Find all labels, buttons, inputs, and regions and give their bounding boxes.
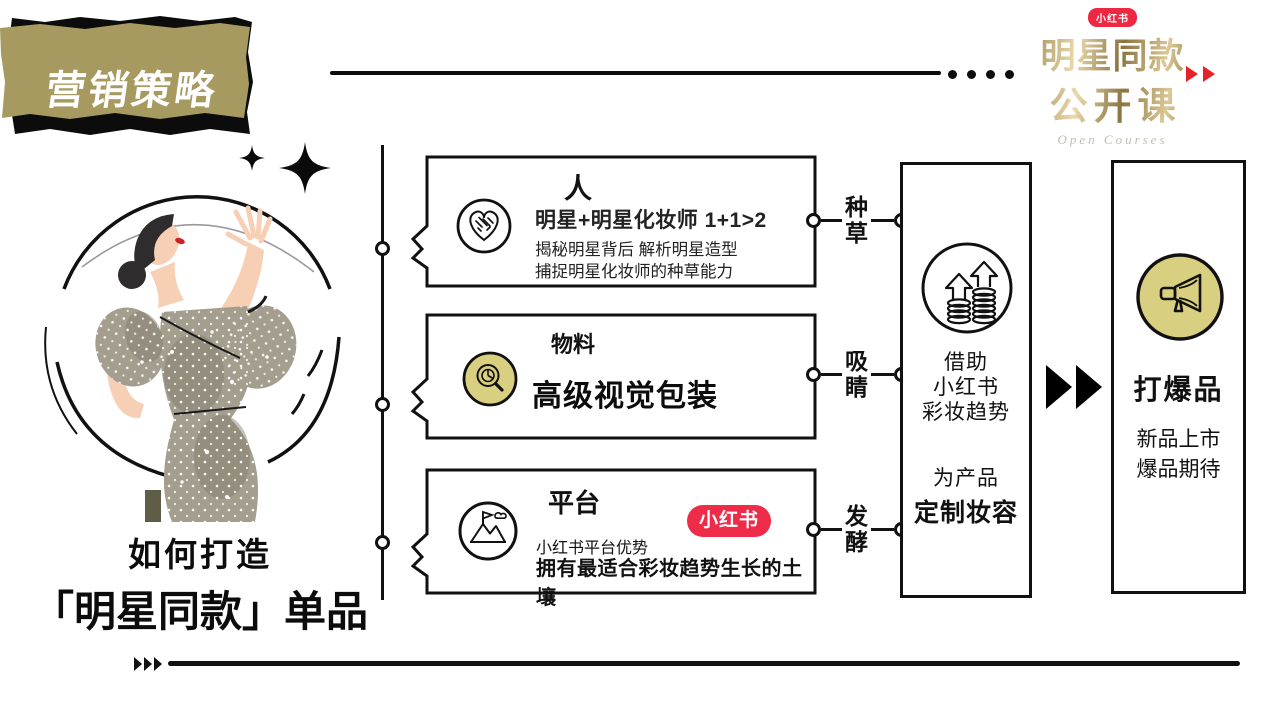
flow-arrow-icon	[1046, 365, 1072, 409]
red-chevrons-icon	[1186, 66, 1215, 82]
result-line: 爆品期待	[1136, 458, 1221, 482]
box-title: 人	[563, 173, 592, 204]
flow-arrow-icon	[1076, 365, 1102, 409]
handshake-heart-icon	[455, 197, 513, 260]
spine-line	[381, 145, 384, 600]
logo-subtitle: Open Courses	[1057, 132, 1168, 147]
middle-line: 借助	[944, 351, 988, 374]
result-title: 打爆品	[1133, 374, 1224, 405]
connector-line	[871, 219, 894, 223]
middle-strategy-box: 借助 小红书 彩妆趋势 为产品 定制妆容	[900, 162, 1032, 598]
connector-label: 吸睛	[845, 348, 868, 400]
flow-box-people: 人 明星+明星化妆师 1+1>2 揭秘明星背后 解析明星造型 捕捉明星化妆师的种…	[410, 155, 818, 288]
left-caption: 如何打造 「明星同款」单品	[0, 528, 400, 639]
sparkle-stars-icon	[239, 142, 331, 194]
spine-node	[375, 397, 390, 412]
connector-node	[806, 522, 821, 538]
result-box: 打爆品 新品上市 爆品期待	[1111, 160, 1246, 594]
result-line: 新品上市	[1136, 428, 1221, 451]
box-line: 小红书平台优势	[536, 540, 649, 557]
connector-line	[821, 373, 842, 377]
top-rule-line	[330, 71, 941, 75]
connector-node	[806, 213, 821, 229]
flow-box-platform: 平台 小红书 小红书平台优势 拥有最适合彩妆趋势生长的土壤	[410, 468, 818, 609]
logo-title-line2: 公开课	[1025, 75, 1200, 130]
bottom-rule-line	[168, 661, 1240, 666]
box-line: 明星+明星化妆师 1+1>2	[535, 209, 767, 232]
mountain-flag-icon	[457, 500, 519, 567]
brand-logo: 小红书 明星同款 公开课 Open Courses	[1025, 8, 1200, 148]
magnifier-chart-icon	[461, 350, 519, 413]
coins-rise-icon	[920, 241, 1014, 340]
megaphone-icon	[1134, 251, 1226, 348]
xiaohongshu-pill-badge: 小红书	[687, 505, 771, 537]
connector-label: 发酵	[845, 503, 868, 555]
flow-box-materials: 物料 高级视觉包装	[410, 313, 818, 440]
middle-line: 为产品	[933, 467, 999, 490]
xiaohongshu-badge: 小红书	[1088, 8, 1137, 27]
box-line: 揭秘明星背后 解析明星造型	[535, 241, 738, 259]
box-line: 捕捉明星化妆师的种草能力	[535, 262, 733, 281]
box-title: 物料	[550, 332, 595, 357]
woman-figure	[95, 205, 297, 522]
connector-line	[871, 528, 894, 532]
bottom-chevrons-icon	[134, 657, 162, 671]
connector-line	[821, 219, 842, 223]
connector-line	[871, 373, 894, 377]
connector-seeding: 种草	[806, 194, 909, 247]
top-rule-dots-icon	[948, 70, 1014, 79]
sketch-circle	[44, 195, 341, 479]
logo-title-line1: 明星同款	[1025, 28, 1200, 79]
box-highlight: 高级视觉包装	[532, 380, 718, 413]
connector-line	[821, 528, 842, 532]
caption-line1: 如何打造	[128, 536, 272, 573]
caption-line2: 「明星同款」单品	[31, 588, 368, 635]
title-block: 营销策略	[0, 12, 266, 144]
middle-line: 小红书	[933, 375, 999, 399]
middle-line: 彩妆趋势	[922, 400, 1010, 424]
box-title: 平台	[547, 488, 600, 518]
fashion-illustration	[44, 142, 341, 522]
box-line: 拥有最适合彩妆趋势生长的土壤	[536, 558, 803, 609]
middle-bold-line: 定制妆容	[913, 499, 1018, 527]
connector-label: 种草	[845, 194, 868, 246]
connector-node	[806, 367, 821, 383]
page-title: 营销策略	[42, 69, 221, 113]
torn-paper-shape	[0, 16, 253, 135]
spine-node	[375, 535, 390, 550]
connector-ferment: 发酵	[806, 503, 909, 556]
spine-node	[375, 241, 390, 256]
connector-eyecatch: 吸睛	[806, 348, 909, 401]
